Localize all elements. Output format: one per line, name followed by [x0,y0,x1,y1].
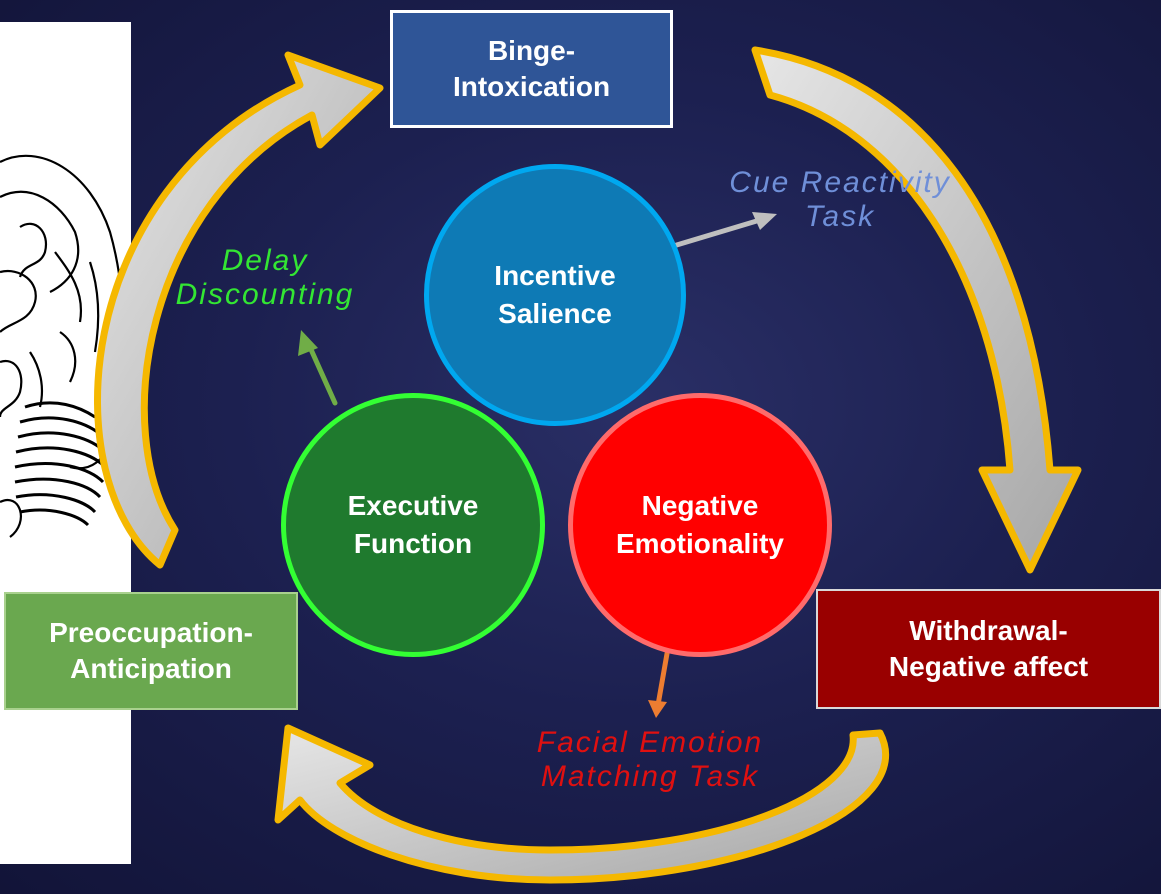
arrow-binge-to-withdrawal [751,46,1082,574]
withdrawal-negative-affect-box: Withdrawal- Negative affect [816,589,1161,709]
delay-arrow-head [298,330,318,356]
preoccupation-anticipation-box: Preoccupation- Anticipation [4,592,298,710]
brain-drawing [0,154,125,538]
negative-emotionality-circle: Negative Emotionality [568,393,832,657]
incentive-salience-circle: Incentive Salience [424,164,686,426]
arrow-preoccupation-to-binge [94,51,384,569]
facial-emotion-matching-task-label: Facial Emotion Matching Task [536,726,764,793]
arrow-withdrawal-to-preoccupation [274,724,890,884]
facial-arrow-head [648,700,667,718]
executive-function-circle: Executive Function [281,393,545,657]
binge-intoxication-box: Binge- Intoxication [390,10,673,128]
cue-reactivity-task-label: Cue Reactivity Task [729,166,951,233]
delay-discounting-label: Delay Discounting [175,244,355,311]
cue-arrow-head [752,212,777,230]
